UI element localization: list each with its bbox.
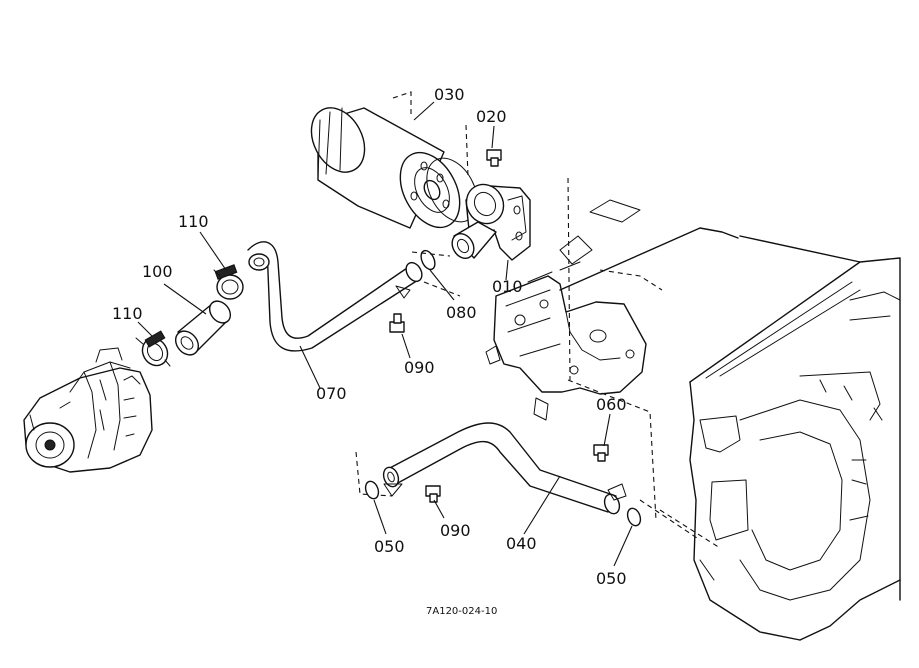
leader-lines: [137, 101, 633, 567]
bolt-090-upper: [389, 313, 405, 333]
callout-010: 010: [492, 277, 523, 296]
filter-head-010: [451, 183, 531, 261]
mounting-plate: [485, 235, 647, 421]
callout-040: 040: [506, 534, 537, 553]
bolt-020: [486, 149, 502, 167]
reference-dashed-lines: [355, 91, 721, 549]
callout-100: 100: [142, 262, 173, 281]
delivery-pipe-040: [382, 422, 627, 515]
callout-060: 060: [596, 395, 627, 414]
hose-clamp-110-upper: [213, 264, 244, 300]
o-ring-050-right: [626, 507, 642, 527]
transmission-case: [559, 199, 901, 641]
suction-pipe-070: [247, 241, 423, 352]
hydraulic-pump: [23, 347, 153, 473]
oil-filter-030: [310, 107, 478, 229]
callout-030: 030: [434, 85, 465, 104]
callout-050-left: 050: [374, 537, 405, 556]
hose-clamp-110-lower: [135, 330, 171, 367]
drawing-code: 7A120-024-10: [426, 606, 497, 617]
callout-080: 080: [446, 303, 477, 322]
bolt-060: [593, 444, 609, 462]
o-ring-080: [420, 249, 436, 271]
callout-070: 070: [316, 384, 347, 403]
callout-labels: 030 020 110 100 110 010 080 090 070 060 …: [112, 85, 627, 617]
callout-090-upper: 090: [404, 358, 435, 377]
callout-020: 020: [476, 107, 507, 126]
o-ring-050-left: [364, 480, 380, 500]
callout-050-right: 050: [596, 569, 627, 588]
callout-110-lower: 110: [112, 304, 143, 323]
callout-110-upper: 110: [178, 212, 209, 231]
bolt-090-lower: [425, 485, 441, 503]
callout-090-lower: 090: [440, 521, 471, 540]
suction-hose-100: [174, 300, 232, 356]
